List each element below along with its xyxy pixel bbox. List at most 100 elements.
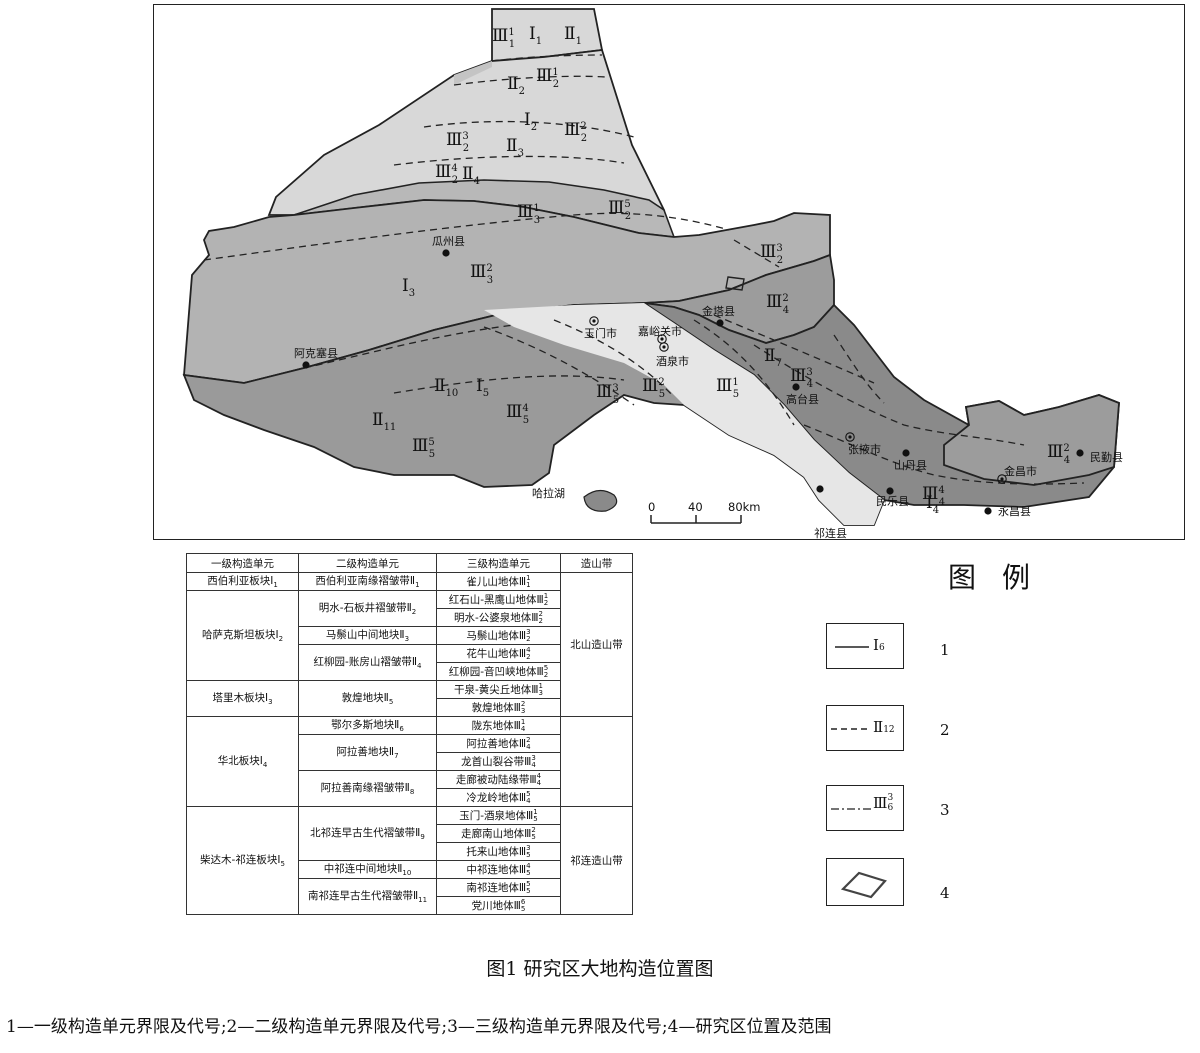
first-level-unit: 华北板块Ⅰ4 xyxy=(186,716,299,807)
place-label: 阿克塞县 xyxy=(294,346,338,360)
county-marker xyxy=(1076,449,1084,457)
unit-label: Ⅱ4 xyxy=(462,164,480,187)
county-marker xyxy=(716,319,724,327)
legend-dashdot-line xyxy=(831,808,871,810)
scale-bar: 0 40 80km xyxy=(648,500,761,524)
place-label: 民乐县 xyxy=(876,495,909,508)
legend-num-2: 2 xyxy=(940,721,950,739)
second-level-unit: 鄂尔多斯地块Ⅱ6 xyxy=(298,716,437,735)
figure-note: 1—一级构造单元界限及代号;2—二级构造单元界限及代号;3—三级构造单元界限及代… xyxy=(6,1017,832,1037)
header-second-level: 二级构造单元 xyxy=(298,553,437,573)
place-label: 张掖市 xyxy=(848,442,881,456)
second-level-unit: 南祁连早古生代褶皱带Ⅱ11 xyxy=(298,878,437,915)
first-level-unit: 哈萨克斯坦板块Ⅰ2 xyxy=(186,590,299,681)
county-marker xyxy=(792,383,800,391)
unit-label: Ⅱ10 xyxy=(434,376,458,399)
table-header-row: 一级构造单元 二级构造单元 三级构造单元 造山带 xyxy=(186,553,633,573)
county-marker xyxy=(302,361,310,369)
unit-label: Ⅱ3 xyxy=(506,136,524,159)
unit-label: Ⅱ1 xyxy=(564,24,582,47)
place-label: 民勤县 xyxy=(1090,451,1123,464)
second-level-unit: 敦煌地块Ⅱ5 xyxy=(298,680,437,717)
legend-num-4: 4 xyxy=(940,884,950,902)
place-markers: 瓜州县阿克塞县玉门市嘉峪关市酒泉市金塔县高台县张掖市山丹县民乐县金昌市民勤县永昌… xyxy=(294,235,1123,539)
orogen-belt xyxy=(560,716,633,807)
unit-label: Ⅰ4 xyxy=(926,493,939,516)
header-third-level: 三级构造单元 xyxy=(436,553,561,573)
county-marker xyxy=(442,249,450,257)
place-label: 山丹县 xyxy=(894,459,927,472)
unit-label: Ⅰ3 xyxy=(402,276,415,299)
header-orogen: 造山带 xyxy=(560,553,633,573)
place-label: 高台县 xyxy=(786,392,819,406)
county-marker xyxy=(816,485,824,493)
legend-study-area-icon xyxy=(840,871,887,899)
scale-tick-0: 0 xyxy=(648,500,655,514)
city-marker-dot xyxy=(592,319,596,323)
unit-label: Ⅰ5 xyxy=(476,376,489,399)
plate-north-china-east xyxy=(943,394,1120,486)
place-label: 永昌县 xyxy=(998,504,1031,518)
orogen-belt: 北山造山带 xyxy=(560,572,633,717)
figure-caption: 图1 研究区大地构造位置图 xyxy=(486,958,714,980)
second-level-unit: 阿拉善南缘褶皱带Ⅱ8 xyxy=(298,770,437,807)
second-level-unit: 中祁连中间地块Ⅱ10 xyxy=(298,860,437,879)
legend-solid-line xyxy=(835,646,869,648)
legend-num-3: 3 xyxy=(940,801,950,819)
place-label: 玉门市 xyxy=(584,326,617,340)
first-level-unit: 柴达木-祁连板块Ⅰ5 xyxy=(186,806,299,915)
city-marker-dot xyxy=(1000,477,1004,481)
scale-tick-80: 80km xyxy=(728,500,761,514)
city-marker xyxy=(589,316,599,326)
belt-north-qilian xyxy=(484,303,884,525)
place-label: 金昌市 xyxy=(1004,464,1037,478)
first-level-unit: 西伯利亚板块Ⅰ1 xyxy=(186,572,299,591)
second-level-unit: 红柳园-账房山褶皱带Ⅱ4 xyxy=(298,644,437,681)
city-marker-dot xyxy=(660,337,664,341)
place-label: 哈拉湖 xyxy=(532,486,565,500)
city-marker-dot xyxy=(848,435,852,439)
orogen-belt: 祁连造山带 xyxy=(560,806,633,915)
unit-label: Ⅱ11 xyxy=(372,410,396,433)
belt-mingshui xyxy=(454,61,492,85)
legend-box-level2: Ⅱ12 xyxy=(826,705,904,751)
